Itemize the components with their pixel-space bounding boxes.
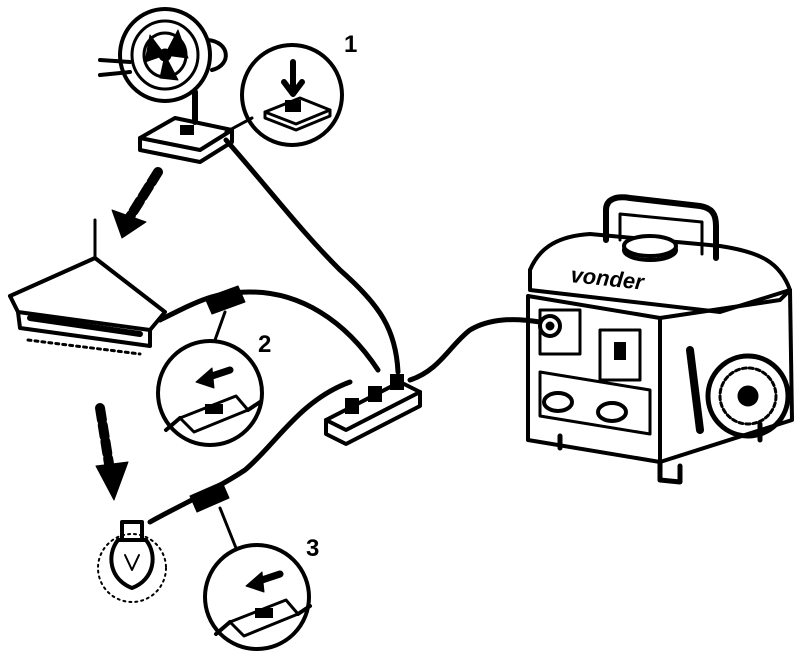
step-2-callout: 2	[156, 310, 271, 447]
inline-slide-switch-icon-2	[214, 570, 312, 638]
generator-brand: vonder	[569, 262, 646, 295]
step-3-callout: 3	[203, 506, 319, 651]
inline-switch-3-icon	[189, 481, 230, 513]
step-2-number: 2	[258, 331, 271, 358]
generator-icon: vonder	[526, 194, 794, 485]
step-1-callout: 1	[224, 31, 357, 147]
arrow-down-icon	[111, 167, 163, 239]
arrow-down-icon-2	[95, 403, 129, 501]
bulb-cable	[147, 379, 353, 525]
plug-1	[345, 398, 359, 414]
press-arrow-icon	[281, 59, 305, 97]
soldering-iron-icon	[8, 218, 167, 356]
push-button-switch-icon	[263, 59, 332, 132]
generator-cable	[407, 317, 543, 383]
plug-2	[368, 386, 382, 402]
fan-cable	[223, 137, 401, 375]
light-bulb-icon	[97, 520, 167, 603]
step-3-number: 3	[306, 535, 319, 562]
iron-cable	[157, 289, 381, 373]
step-1-number: 1	[344, 31, 357, 58]
plug-3	[390, 374, 404, 390]
inline-switch-2-icon	[204, 285, 246, 315]
inline-slide-switch-icon	[164, 366, 262, 434]
fan-icon	[98, 7, 234, 164]
power-strip-icon	[324, 374, 422, 446]
cables	[147, 137, 543, 525]
